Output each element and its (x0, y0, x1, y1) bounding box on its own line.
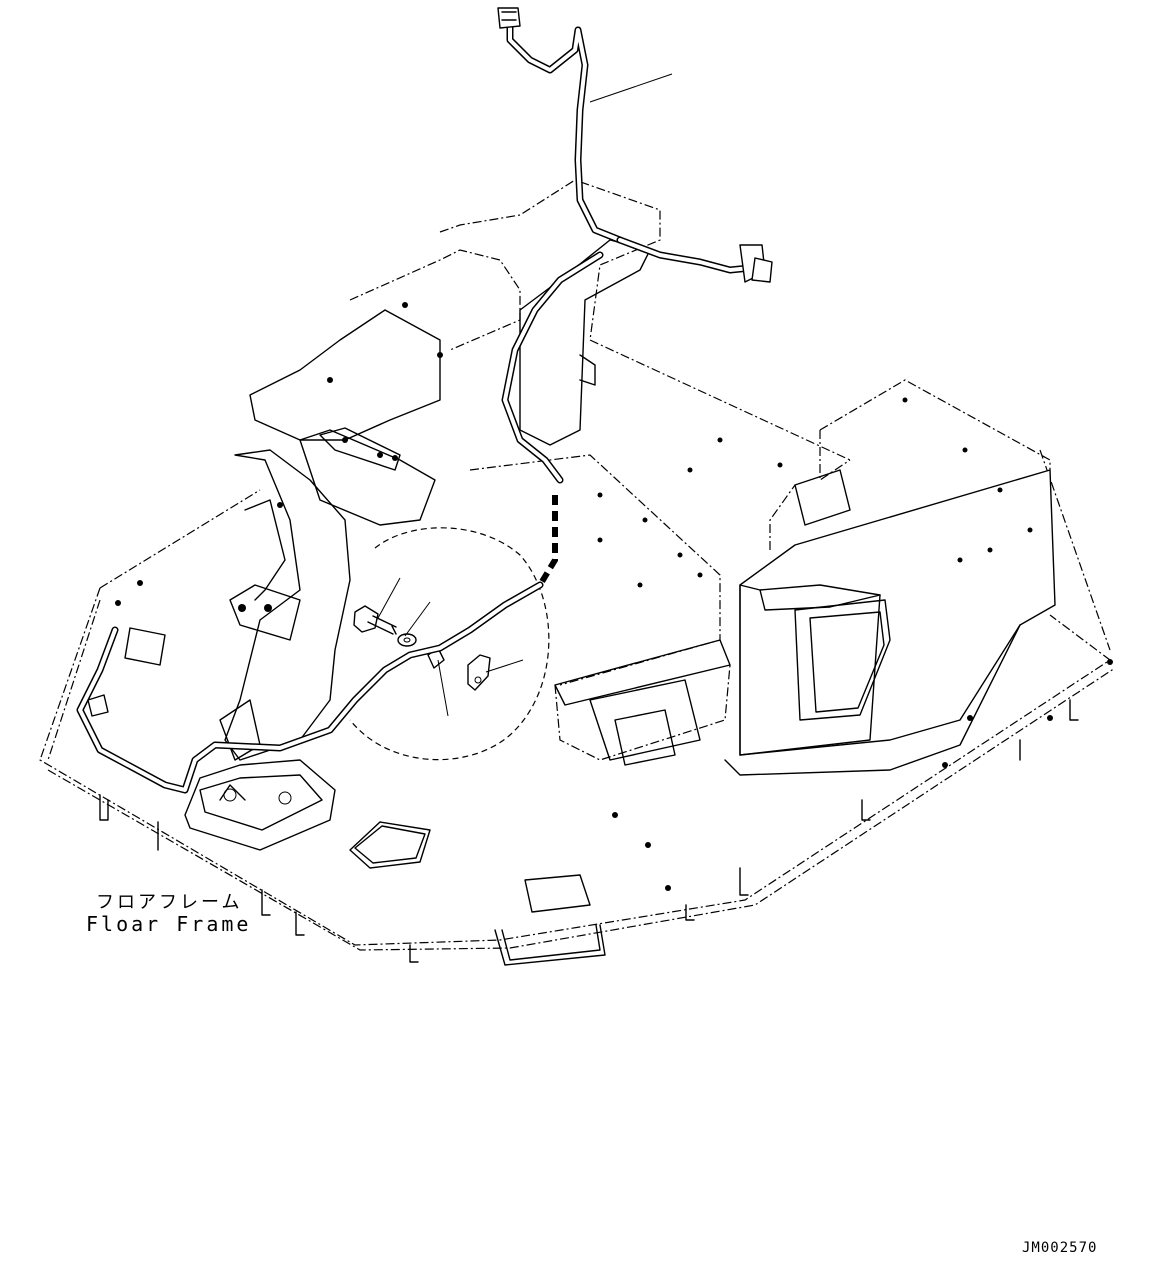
figure-code: JM002570 (1022, 1240, 1098, 1256)
floor-frame (39, 339, 1116, 966)
left-console-pedestal (184, 179, 661, 851)
floor-frame-label-jp: フロアフレーム (96, 892, 243, 913)
detail-callout-circle (349, 527, 550, 761)
right-console-box (724, 379, 1056, 776)
center-platform (469, 437, 783, 766)
wiring-harness (76, 7, 773, 794)
harness-leader-line (589, 73, 673, 103)
floor-frame-label-en: Floar Frame (86, 912, 252, 936)
